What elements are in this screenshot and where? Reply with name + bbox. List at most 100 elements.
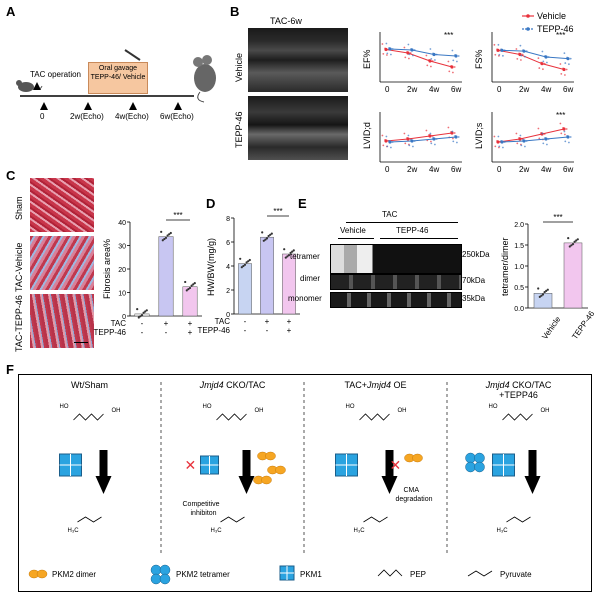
echo-scatter-vehicle — [453, 132, 456, 134]
echo-plot-xtick: 6w — [451, 165, 461, 174]
bar-ytick-label: 2.0 — [514, 222, 524, 229]
bar-point — [160, 230, 163, 233]
echo-scatter-vehicle — [430, 65, 432, 68]
tick-arrow-0 — [40, 102, 48, 110]
echo-scatter-vehicle — [386, 54, 388, 56]
bar-ylabel: HW/BW(mg/g) — [206, 238, 216, 296]
echo-scatter-vehicle — [543, 133, 546, 135]
tick-label-0: 0 — [40, 112, 45, 121]
echo-scatter-tepp — [542, 142, 545, 145]
bar-point — [185, 289, 188, 292]
echo-scatter-vehicle — [537, 127, 540, 130]
bar-point — [576, 238, 579, 241]
bar-point — [136, 308, 139, 311]
echo-scatter-vehicle — [565, 68, 568, 71]
echo-scatter-tepp — [564, 62, 567, 64]
pkm2-dimer-icon — [412, 453, 423, 463]
bar-point — [144, 310, 147, 313]
panel-label-e: E — [298, 196, 307, 211]
bar-point — [240, 266, 243, 269]
echo-scatter-tepp — [413, 140, 416, 142]
echo-scatter-tepp — [500, 48, 502, 51]
echo-scatter-vehicle — [403, 132, 406, 135]
blot-group-vehicle: Vehicle — [340, 226, 366, 235]
bar-point — [538, 295, 541, 298]
mouse-icon-right — [193, 55, 216, 103]
bar-1 — [260, 236, 274, 315]
echo-plot-xtick: 0 — [497, 165, 502, 174]
bar-ytick-label: 4 — [226, 264, 230, 271]
bar-point — [243, 263, 247, 266]
echo-scatter-tepp — [385, 42, 388, 45]
pathway-arrow — [95, 450, 112, 494]
legend-pep-structure — [377, 569, 403, 577]
echo-plot-xtick: 0 — [385, 85, 390, 94]
echo-scatter-vehicle — [452, 71, 454, 74]
echo-scatter-tepp — [451, 49, 454, 52]
bar-point — [193, 282, 196, 285]
echo-plot-xtick: 6w — [563, 165, 573, 174]
echo-scatter-tepp — [435, 53, 438, 56]
echo-scatter-vehicle — [562, 127, 564, 129]
echo-scatter-tepp — [541, 50, 544, 53]
bar-point — [573, 240, 576, 243]
bar-point — [267, 234, 270, 238]
histology-tac-tepp — [30, 294, 94, 348]
echo-scatter-tepp — [566, 56, 568, 59]
echo-scatter-vehicle — [542, 68, 544, 71]
gavage-box: Oral gavage TEPP-46/ Vehicle — [88, 62, 148, 94]
inhibit-cross-icon: ✕ — [185, 457, 197, 473]
pkm2-dimer-icon — [265, 451, 276, 461]
sig-label: *** — [273, 207, 282, 216]
echo-plot-ylabel: LVID;s — [474, 122, 484, 149]
pkm2-tetramer-icon — [465, 461, 476, 473]
pyruvate-atom: H₃C — [211, 528, 223, 534]
echo-scatter-vehicle — [515, 132, 518, 135]
pathway-arrow — [524, 450, 541, 494]
echo-scatter-vehicle — [518, 52, 520, 55]
echo-scatter-tepp — [412, 145, 414, 148]
echo-scatter-tepp — [407, 43, 410, 46]
echo-scatter-vehicle — [516, 58, 519, 60]
echo-scatter-tepp — [388, 47, 390, 49]
echo-scatter-vehicle — [404, 56, 407, 59]
echo-scatter-tepp — [520, 144, 523, 147]
echo-scatter-vehicle — [406, 51, 408, 53]
column-title: Jmjd4 CKO/TAC — [485, 380, 552, 390]
bar-point — [242, 264, 245, 268]
echo-scatter-tepp — [432, 137, 434, 139]
column-title: Wt/Sham — [71, 380, 108, 390]
legend-pyruvate: Pyruvate — [500, 570, 532, 579]
echo-scatter-tepp — [390, 53, 392, 56]
echo-scatter-vehicle — [452, 137, 454, 140]
bar-point — [292, 249, 295, 252]
panel-b-legend: Vehicle TEPP-46 — [522, 11, 574, 34]
bar-point — [541, 293, 545, 296]
bar-xcat: TEPP-46 — [570, 309, 596, 341]
pyruvate-structure — [77, 516, 102, 523]
bar-point — [575, 239, 578, 242]
bar-point — [192, 283, 195, 286]
pep-atom: OH — [398, 408, 407, 414]
echo-image-vehicle — [248, 28, 348, 92]
bar-point — [187, 288, 190, 291]
echo-scatter-vehicle — [425, 129, 428, 132]
echo-scatter-vehicle — [538, 137, 541, 140]
bar-point — [190, 284, 193, 287]
band-dimer — [330, 274, 462, 290]
echo-scatter-vehicle — [565, 128, 568, 130]
bar-point — [270, 232, 273, 235]
bar-point — [265, 237, 269, 240]
echo-scatter-tepp — [502, 54, 504, 57]
pkm2-tetramer-icon — [150, 573, 162, 585]
bar-row-mark: - — [141, 319, 144, 328]
echo-scatter-vehicle — [450, 65, 452, 67]
pyruvate-atom: H₃C — [68, 528, 80, 534]
bar-ytick-label: 30 — [118, 244, 126, 251]
bar-point — [161, 239, 164, 242]
echo-series-tepp — [501, 49, 569, 60]
echo-scatter-tepp — [547, 56, 550, 58]
bar-point — [537, 287, 540, 290]
